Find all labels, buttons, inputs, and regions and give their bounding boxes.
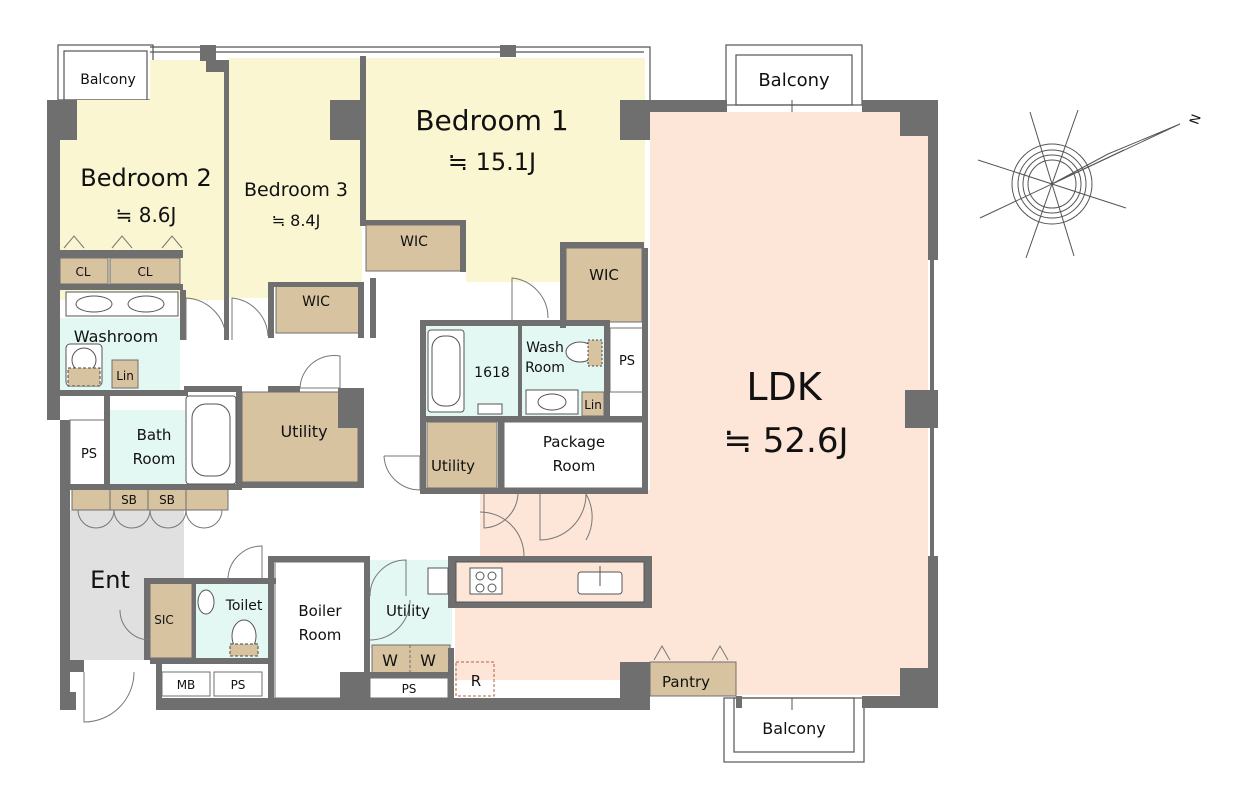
- mb-label: MB: [177, 678, 196, 692]
- bedroom2-floor: [60, 60, 225, 300]
- fixtures: [65, 291, 623, 657]
- utility-mid-label: Utility: [431, 457, 475, 475]
- boiler-room-line1: Boiler: [298, 602, 342, 620]
- cl-1-box: [59, 257, 109, 285]
- package-room-line1: Package: [543, 433, 605, 451]
- ps-right-label: PS: [619, 354, 635, 369]
- utility-left-label: Utility: [280, 422, 327, 441]
- bedroom2-label: Bedroom 2: [80, 164, 211, 192]
- wic-b3-box: [275, 284, 361, 334]
- ps-bottom-left-label: PS: [231, 678, 246, 692]
- sb-2-label: SB: [159, 493, 175, 507]
- balcony-nw-outline: [57, 44, 651, 101]
- walls: [47, 45, 938, 710]
- lin-left-box: [111, 359, 139, 389]
- ent-label: Ent: [90, 566, 130, 594]
- balcony-s-label: Balcony: [762, 719, 825, 738]
- sb-1-label: SB: [121, 493, 137, 507]
- pantry-box: [649, 661, 737, 697]
- ldk-area: ≒ 52.6J: [723, 421, 848, 461]
- wic-right-label: WIC: [589, 266, 619, 284]
- balcony-ne-label: Balcony: [758, 70, 830, 91]
- package-room-box: [503, 421, 645, 489]
- balcony-s-outline: [723, 697, 865, 763]
- bedroom3-area: ≒ 8.4J: [272, 211, 321, 230]
- compass-north-label: N: [1187, 112, 1204, 126]
- fridge-space: [455, 661, 495, 697]
- bath-room-left-line1: Bath: [137, 426, 172, 444]
- lin-right-label: Lin: [584, 398, 602, 412]
- balcony-ne-outline: [725, 44, 863, 106]
- bedroom1-floor: [366, 58, 645, 282]
- bedroom1-label: Bedroom 1: [415, 104, 568, 137]
- w-1-label: W: [382, 651, 398, 670]
- room-fills: [58, 58, 928, 695]
- pantry-label: Pantry: [662, 673, 710, 691]
- bedroom2-area: ≒ 8.6J: [116, 203, 177, 227]
- wash-room-line1: Wash: [526, 340, 564, 356]
- balcony-nw-label: Balcony: [80, 72, 136, 88]
- bath-1618-label: 1618: [474, 365, 510, 381]
- door-swings: [63, 100, 793, 723]
- ps-bottom-left-box: [213, 671, 263, 697]
- lin-left-label: Lin: [116, 369, 134, 383]
- cl-2-label: CL: [137, 265, 152, 279]
- utility-mid-box: [426, 421, 498, 489]
- bedroom1-area: ≒ 15.1J: [448, 148, 536, 176]
- wic-b3-label: WIC: [302, 294, 330, 310]
- bath-room-left-floor: [110, 410, 185, 485]
- wic-right-box: [565, 247, 643, 323]
- utility-bottom-label: Utility: [386, 602, 430, 620]
- w-row: [371, 644, 451, 674]
- w-2-label: W: [420, 651, 436, 670]
- wash-room-line2: Room: [525, 360, 565, 376]
- ldk-label: LDK: [746, 365, 822, 409]
- service-rooms: [69, 327, 645, 699]
- room-labels: Balcony Balcony Balcony Bedroom 1 ≒ 15.1…: [74, 70, 849, 738]
- cl-1-label: CL: [75, 265, 90, 279]
- compass: N: [977, 109, 1205, 259]
- washroom-label: Washroom: [74, 327, 158, 346]
- sb-row: [71, 487, 229, 511]
- mb-box: [161, 671, 211, 697]
- bedroom3-label: Bedroom 3: [244, 179, 348, 201]
- toilet-label: Toilet: [225, 598, 263, 614]
- ps-left-label: PS: [81, 447, 97, 462]
- package-room-line2: Room: [553, 457, 596, 475]
- entrance-floor: [70, 510, 184, 660]
- wic-b1-label: WIC: [400, 234, 428, 250]
- boiler-room-line2: Room: [299, 626, 342, 644]
- sic-label: SIC: [154, 613, 174, 627]
- ldk-floor: [455, 112, 928, 695]
- cl-2-box: [109, 257, 181, 285]
- ps-bottom-label: PS: [402, 682, 417, 696]
- wic-b1-box: [365, 224, 463, 272]
- r-label: R: [471, 672, 481, 690]
- bath-room-left-line2: Room: [133, 450, 176, 468]
- bedroom3-floor: [229, 58, 362, 298]
